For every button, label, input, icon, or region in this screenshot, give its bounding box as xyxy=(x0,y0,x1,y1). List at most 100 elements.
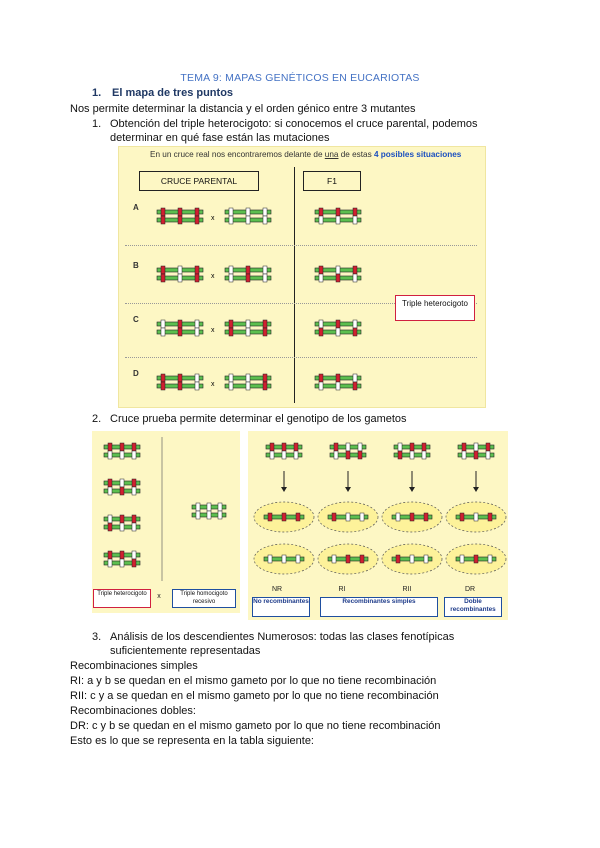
wild-locus xyxy=(318,273,324,283)
caption-underlined: una xyxy=(324,150,339,159)
wild-locus xyxy=(228,373,234,383)
wild-locus xyxy=(217,510,223,520)
wild-locus xyxy=(228,207,234,217)
f1-header: F1 xyxy=(303,171,361,191)
wild-locus xyxy=(335,215,341,225)
mutation-locus xyxy=(177,373,183,383)
row-label-c: C xyxy=(133,315,139,324)
wild-locus xyxy=(333,450,339,460)
caption-mid: de estas xyxy=(338,150,374,159)
wild-locus xyxy=(194,319,200,329)
wild-locus xyxy=(318,215,324,225)
wild-locus xyxy=(194,381,200,391)
mutation-locus xyxy=(160,207,166,217)
mutation-locus xyxy=(331,512,337,522)
mutation-locus xyxy=(228,327,234,337)
wild-locus xyxy=(228,273,234,283)
wild-locus xyxy=(195,502,201,512)
mutation-locus xyxy=(345,554,351,564)
mutation-locus xyxy=(267,512,273,522)
mutation-locus xyxy=(107,442,113,452)
intro-paragraph: Nos permite determinar la distancia y el… xyxy=(70,103,416,115)
mutation-locus xyxy=(177,207,183,217)
mutation-locus xyxy=(461,442,467,452)
list-item-3-line1: Análisis de los descendientes Numerosos:… xyxy=(110,631,455,643)
mutation-locus xyxy=(131,514,137,524)
simple-recombination-heading: Recombinaciones simples xyxy=(70,660,198,672)
mutation-locus xyxy=(177,327,183,337)
wild-locus xyxy=(359,512,365,522)
mutation-locus xyxy=(177,319,183,329)
mutation-locus xyxy=(281,512,287,522)
mutation-locus xyxy=(423,512,429,522)
mutation-locus xyxy=(160,373,166,383)
wild-locus xyxy=(357,442,363,452)
caption-pre: En un cruce real nos encontraremos delan… xyxy=(150,150,325,159)
row-label-d: D xyxy=(133,369,139,378)
no-recombinant-box: No recombinantes xyxy=(252,597,310,617)
wild-locus xyxy=(131,522,137,532)
section-number: 1. xyxy=(92,87,102,99)
mutation-locus xyxy=(177,215,183,225)
mutation-locus xyxy=(131,442,137,452)
section-heading: 1. El mapa de tres puntos xyxy=(92,87,233,99)
wild-locus xyxy=(397,442,403,452)
class-label-dr: DR xyxy=(464,586,476,593)
wild-locus xyxy=(228,381,234,391)
arrow-icon xyxy=(345,487,351,492)
wild-locus xyxy=(318,381,324,391)
wild-locus xyxy=(409,450,415,460)
wild-locus xyxy=(131,450,137,460)
wild-locus xyxy=(262,215,268,225)
mutation-locus xyxy=(487,512,493,522)
mutation-locus xyxy=(119,514,125,524)
wild-locus xyxy=(318,319,324,329)
wild-locus xyxy=(160,319,166,329)
mutation-locus xyxy=(107,478,113,488)
wild-locus xyxy=(395,512,401,522)
wild-locus xyxy=(194,373,200,383)
list-item-1-line1: Obtención del triple heterocigoto: si co… xyxy=(110,118,478,130)
caption-highlight: 4 posibles situaciones xyxy=(373,150,462,159)
list-item-1-number: 1. xyxy=(92,118,102,130)
mutation-locus xyxy=(352,265,358,275)
mutation-locus xyxy=(245,273,251,283)
parental-cross-figure: En un cruce real nos encontraremos delan… xyxy=(118,146,486,408)
parental-cross-header: CRUCE PARENTAL xyxy=(139,171,259,191)
section-heading-text: El mapa de tres puntos xyxy=(112,87,234,99)
list-item-1: 1. Obtención del triple heterocigoto: si … xyxy=(92,117,478,131)
mutation-locus xyxy=(194,273,200,283)
wild-locus xyxy=(267,554,273,564)
mutation-locus xyxy=(335,273,341,283)
mutation-locus xyxy=(194,215,200,225)
mutation-locus xyxy=(281,442,287,452)
cross-symbol: x xyxy=(211,273,215,280)
mutation-locus xyxy=(269,442,275,452)
wild-locus xyxy=(245,207,251,217)
row-divider xyxy=(125,357,477,358)
mutation-locus xyxy=(160,265,166,275)
mutation-locus xyxy=(262,381,268,391)
wild-locus xyxy=(206,510,212,520)
wild-locus xyxy=(119,558,125,568)
mutation-locus xyxy=(107,550,113,560)
wild-locus xyxy=(107,486,113,496)
mutation-locus xyxy=(245,265,251,275)
mutation-locus xyxy=(473,450,479,460)
figure1-vertical-divider xyxy=(294,167,295,403)
wild-locus xyxy=(228,215,234,225)
class-label-nr: NR xyxy=(271,586,283,593)
cross-symbol: x xyxy=(211,215,215,222)
triple-heterozygote-label: Triple heterocigoto xyxy=(395,295,475,321)
mutation-locus xyxy=(318,373,324,383)
wild-locus xyxy=(119,478,125,488)
row-divider xyxy=(125,245,477,246)
closing-paragraph: Esto es lo que se representa en la tabla… xyxy=(70,735,314,747)
mutation-locus xyxy=(131,478,137,488)
wild-locus xyxy=(473,512,479,522)
mutation-locus xyxy=(318,207,324,217)
mutation-locus xyxy=(409,442,415,452)
mutation-locus xyxy=(131,558,137,568)
mutation-locus xyxy=(177,381,183,391)
